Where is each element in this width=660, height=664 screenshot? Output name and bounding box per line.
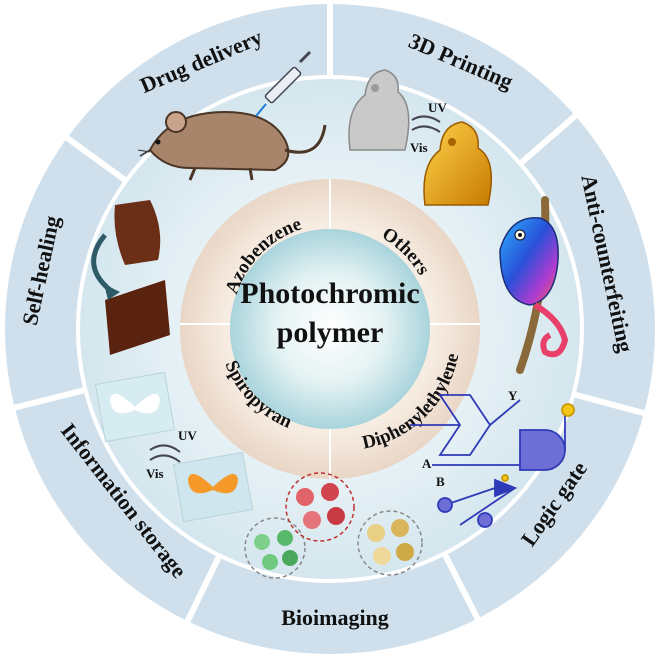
segment-separator bbox=[518, 111, 580, 166]
butterfly-faded-icon bbox=[94, 371, 176, 443]
segment-separator bbox=[183, 554, 223, 626]
chameleon-icon bbox=[499, 196, 569, 374]
gate-label-b: B bbox=[436, 474, 445, 489]
segment-separator bbox=[441, 552, 482, 623]
uv-vis-arrows-top: UV Vis bbox=[410, 100, 447, 155]
syringe-icon bbox=[255, 50, 312, 117]
statue-gold-icon bbox=[423, 121, 493, 206]
gate-label-a: A bbox=[422, 456, 432, 471]
self-healing-film-icon bbox=[105, 200, 170, 355]
cell-cluster-green-icon bbox=[244, 517, 306, 579]
gate-label-y: Y bbox=[508, 388, 518, 403]
segment-separator bbox=[11, 387, 87, 412]
uv-label-bottom: UV bbox=[178, 428, 197, 443]
center-core bbox=[230, 229, 430, 429]
logic-gate-icon bbox=[410, 394, 575, 528]
curved-arrow-icon bbox=[91, 233, 120, 300]
uv-label-top: UV bbox=[428, 100, 447, 115]
vis-label-bottom: Vis bbox=[146, 466, 164, 481]
segment-separator bbox=[572, 391, 648, 417]
statue-gray-icon bbox=[348, 69, 410, 151]
mouse-icon bbox=[137, 110, 327, 181]
cell-cluster-red-icon bbox=[285, 472, 355, 542]
center-title-line2: polymer bbox=[277, 316, 384, 349]
segment-separator bbox=[62, 133, 128, 184]
uv-vis-arrows-bottom: UV Vis bbox=[146, 428, 197, 481]
butterfly-orange-icon bbox=[172, 451, 254, 523]
vis-label-top: Vis bbox=[410, 140, 428, 155]
app-label-bioimaging: Bioimaging bbox=[281, 605, 389, 630]
cell-cluster-yellow-icon bbox=[357, 510, 423, 576]
segment-separators bbox=[11, 1, 648, 626]
center-title-line1: Photochromic bbox=[240, 277, 419, 310]
